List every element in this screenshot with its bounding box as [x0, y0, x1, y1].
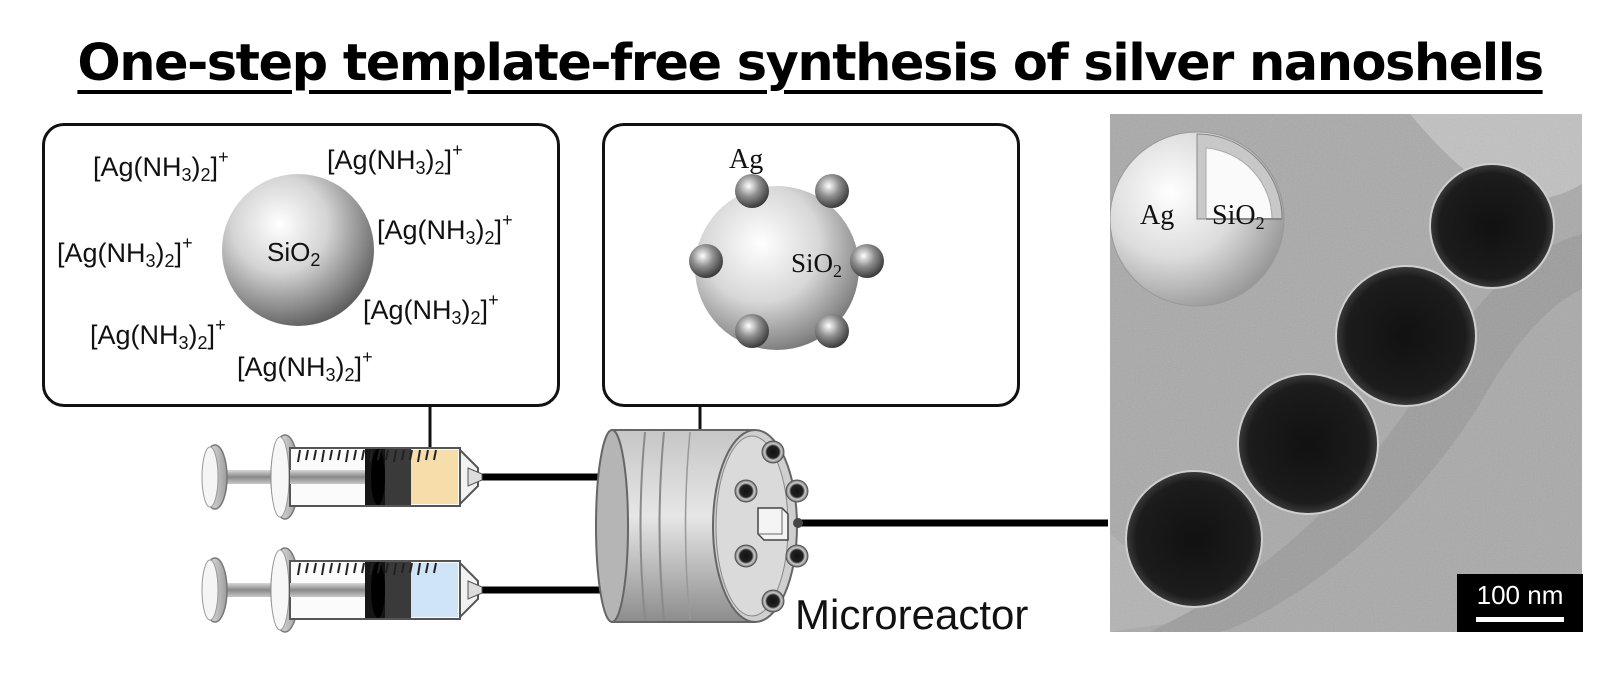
precursor-panel: SiO2 [Ag(NH3)2]+ [Ag(NH3)2]+ [Ag(NH3)2]+…	[42, 123, 560, 407]
sio2-core-label: SiO2	[267, 237, 321, 270]
silver-ammine-ion: [Ag(NH3)2]+	[363, 290, 499, 328]
title-text: One-step template-free synthesis of silv…	[77, 34, 1544, 93]
syringe-bottom	[201, 547, 483, 633]
silver-ammine-ion: [Ag(NH3)2]+	[90, 315, 226, 353]
silver-nanoshell-particles	[1125, 163, 1555, 608]
microreactor-device	[595, 429, 809, 623]
ag-seed-label: Ag	[729, 144, 764, 175]
silica-sphere-with-silver-seeds	[689, 174, 884, 350]
syringe-top	[201, 434, 483, 520]
scale-bar	[1476, 617, 1564, 622]
ag-shell-label: Ag	[1140, 200, 1175, 231]
microreactor-label: Microreactor	[795, 591, 1029, 638]
nanoshell-schematic	[1110, 131, 1285, 307]
sio2-core-label: SiO2	[791, 248, 843, 281]
scale-bar-label: 100 nm	[1476, 580, 1564, 610]
silver-ammine-ion: [Ag(NH3)2]+	[377, 210, 513, 248]
scale-bar-background	[1457, 574, 1583, 632]
nucleation-panel: Ag SiO2	[602, 123, 1020, 407]
tem-micrograph	[1110, 114, 1582, 632]
silica-sphere	[222, 174, 374, 326]
figure-title: One-step template-free synthesis of silv…	[0, 38, 1620, 89]
silver-ammine-ion: [Ag(NH3)2]+	[57, 233, 193, 271]
silver-ammine-ion: [Ag(NH3)2]+	[237, 347, 373, 385]
sio2-core-label: SiO2	[1212, 200, 1265, 233]
silver-ammine-ion: [Ag(NH3)2]+	[327, 140, 463, 178]
silver-ammine-ion: [Ag(NH3)2]+	[93, 147, 229, 185]
